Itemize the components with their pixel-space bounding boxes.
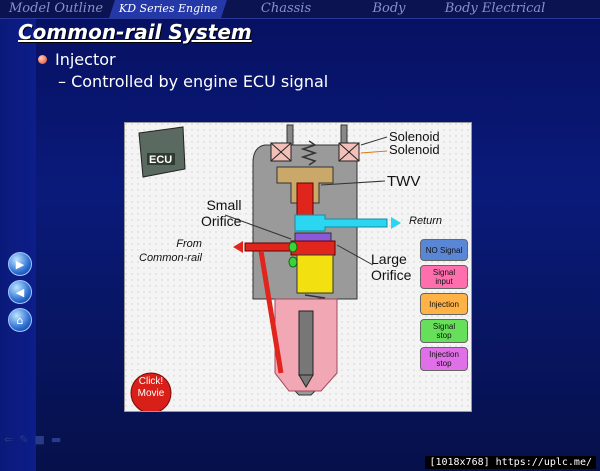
- step-signal-input-button[interactable]: Signal input: [420, 265, 468, 289]
- movie-button[interactable]: Click! Movie: [137, 376, 165, 399]
- injector-diagram: ECU Solenoid Solenoid TWV Small Orifice …: [124, 122, 472, 412]
- solenoid-label-1: Solenoid: [389, 129, 440, 144]
- tab-kd-series-engine-label: KD Series Engine: [118, 2, 218, 15]
- bullet-sub-text: – Controlled by engine ECU signal: [58, 72, 329, 91]
- forward-arrow-icon[interactable]: ▶: [8, 252, 32, 276]
- menu-icon[interactable]: ▬: [50, 433, 62, 446]
- tab-model-outline[interactable]: Model Outline: [8, 1, 104, 16]
- ecu-label: ECU: [149, 154, 173, 166]
- screen-icon[interactable]: ■: [34, 433, 45, 446]
- watermark: [1018x768] https://uplc.me/: [425, 456, 596, 469]
- bullet-main-text: Injector: [55, 50, 116, 69]
- tab-chassis[interactable]: Chassis: [260, 1, 312, 16]
- from-common-rail-label: From Common-rail: [139, 238, 202, 264]
- bottom-toolbar: ⇐ ✎ ■ ▬: [4, 433, 61, 446]
- injector-illustration: [125, 123, 471, 411]
- home-icon[interactable]: ⌂: [8, 308, 32, 332]
- left-sidebar: [0, 18, 36, 471]
- tab-body[interactable]: Body: [372, 1, 406, 16]
- tab-kd-series-engine[interactable]: KD Series Engine: [109, 0, 227, 18]
- solenoid-label-2: Solenoid: [389, 142, 440, 157]
- back-arrow-icon[interactable]: ◀: [8, 280, 32, 304]
- large-orifice-label: Large Orifice: [371, 251, 412, 283]
- bullet-main: Injector: [38, 50, 116, 69]
- top-navigation: Model Outline KD Series Engine Chassis B…: [0, 0, 600, 19]
- step-injection-stop-button[interactable]: Injection stop: [420, 347, 468, 371]
- twv-label: TWV: [387, 173, 421, 190]
- bullet-dot-icon: [38, 55, 47, 64]
- ecu-icon: [138, 126, 186, 178]
- step-signal-stop-button[interactable]: Signal stop: [420, 319, 468, 343]
- undo-icon[interactable]: ⇐: [4, 433, 14, 446]
- step-no-signal-button[interactable]: NO Signal: [420, 239, 468, 261]
- page-title: Common-rail System: [18, 20, 252, 44]
- tab-body-electrical[interactable]: Body Electrical: [444, 1, 546, 16]
- small-orifice-label: Small Orifice: [201, 197, 242, 229]
- step-injection-button[interactable]: Injection: [420, 293, 468, 315]
- pen-icon[interactable]: ✎: [19, 433, 29, 446]
- return-label: Return: [409, 215, 443, 227]
